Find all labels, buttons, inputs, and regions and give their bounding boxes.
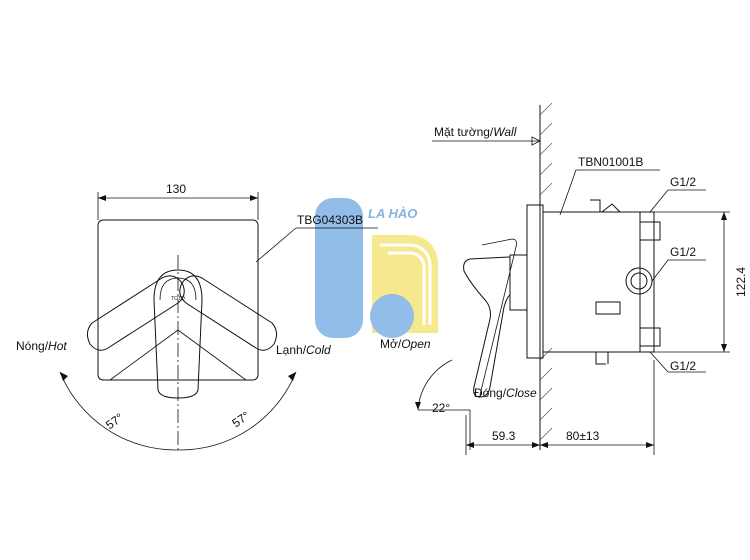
watermark-text: LA HÀO (368, 206, 417, 221)
handle-side (463, 256, 511, 398)
height-arrow-top (721, 212, 727, 220)
width-dimension-value: 130 (166, 182, 186, 196)
top-bracket (590, 199, 621, 213)
depth-back-arrow-left (540, 442, 548, 448)
cold-label-en: Cold (306, 343, 331, 357)
arrow-right (250, 195, 258, 201)
wall-label: Mặt tường/Wall (434, 125, 517, 139)
watermark-stripe (380, 243, 432, 325)
watermark-blue-bar (315, 198, 363, 338)
watermark-stripe (388, 251, 426, 325)
hot-label-vi: Nóng/ (16, 339, 49, 353)
hot-axis-line (109, 329, 179, 381)
arrow-left (98, 195, 106, 201)
valve-body (542, 211, 641, 353)
open-label-vi: Mở/ (380, 337, 402, 351)
hot-label: Nóng/Hot (16, 339, 67, 353)
port-middle-inner (630, 272, 648, 290)
plate-side (526, 204, 544, 359)
body-model-label: TBN01001B (578, 155, 643, 169)
wall-leader-arrow (531, 136, 541, 146)
body-model-leader (559, 169, 577, 216)
cold-axis-line (177, 329, 247, 381)
height-arrow-bottom (721, 344, 727, 352)
open-label-en: Open (401, 337, 431, 351)
valve-body-flange (639, 211, 655, 353)
port-top (639, 221, 661, 241)
arrow-hot-arc (60, 372, 68, 381)
arrow-cold-arc (288, 372, 296, 381)
side-view: Mặt tường/Wall TBN01001B G1/2 G1/2 G1 (380, 102, 748, 455)
hot-angle-arc (59, 371, 179, 451)
handle-open-position (479, 238, 517, 396)
watermark-blue-circle (370, 294, 414, 338)
model-leader-line (255, 227, 297, 263)
cold-label: Lạnh/Cold (276, 343, 331, 357)
depth-back-value: 80±13 (566, 429, 600, 443)
watermark-logo: LA HÀO (315, 198, 438, 338)
thread-top-label: G1/2 (670, 175, 696, 189)
thread-bottom-leader (649, 351, 669, 373)
wall-label-en: Wall (493, 125, 516, 139)
angle-right: 57° (229, 408, 252, 430)
close-label-vi: Đóng/ (474, 386, 507, 400)
cold-label-vi: Lạnh/ (276, 343, 307, 357)
cold-angle-arc (177, 371, 297, 451)
close-label: Đóng/Close (474, 386, 537, 400)
angle-label: 22° (432, 401, 450, 415)
side-mount-tab (595, 301, 621, 315)
valve-stem (509, 254, 528, 311)
depth-front-arrow-left (466, 442, 474, 448)
height-dimension-value: 122.4 (734, 267, 748, 297)
angle-arrow (415, 402, 421, 410)
thread-top-leader (649, 189, 669, 213)
bottom-bracket (595, 352, 609, 365)
thread-mid-label: G1/2 (670, 245, 696, 259)
handle-body (153, 269, 203, 399)
close-label-en: Close (506, 386, 537, 400)
wall-label-vi: Mặt tường/ (434, 125, 494, 139)
port-middle-outer (625, 267, 653, 295)
model-label: TBG04303B (297, 213, 363, 227)
thread-bottom-label: G1/2 (670, 359, 696, 373)
open-label: Mở/Open (380, 337, 431, 351)
wall-hatch (539, 102, 553, 441)
hot-label-en: Hot (48, 339, 67, 353)
thread-mid-leader (651, 259, 669, 282)
port-bottom (639, 327, 661, 347)
depth-front-arrow-right (532, 442, 540, 448)
cover-plate (97, 219, 259, 381)
depth-back-arrow-right (646, 442, 654, 448)
handle-cold-position (179, 275, 278, 351)
depth-front-value: 59.3 (492, 429, 516, 443)
handle-hot-position (86, 275, 185, 351)
